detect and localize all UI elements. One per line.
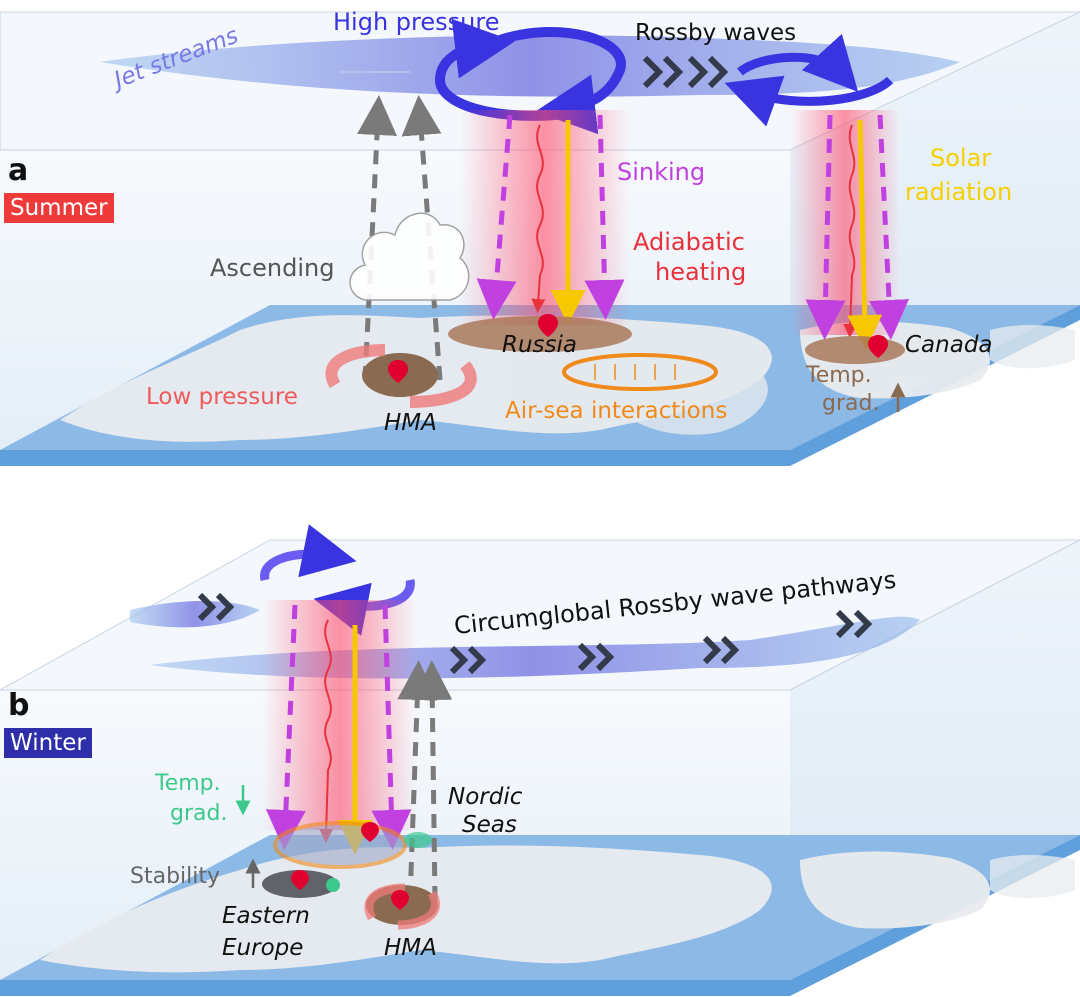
- pin-icon-canada: [868, 335, 888, 358]
- panel-letter-b: b: [8, 688, 30, 723]
- rossby-chevrons-b: [197, 592, 873, 675]
- sinking-arrows-a: [476, 114, 910, 340]
- air-sea-ellipse-a: [562, 353, 718, 391]
- label-hma-b: HMA: [384, 935, 437, 961]
- ocean-edge-front-a: [0, 450, 790, 466]
- adiabatic-arrow-b: [319, 619, 334, 843]
- canada-patch: [805, 336, 905, 364]
- label-high-pressure: High pressure: [333, 8, 499, 36]
- russia-patch: [448, 316, 632, 352]
- low-pressure-swirl-b: [364, 883, 440, 930]
- sinking-arrows-b: [265, 604, 412, 850]
- label-temp-grad-2-a: grad.: [822, 391, 879, 416]
- temp-grad-marker-b: [326, 878, 340, 892]
- ocean-edge-front-b: [0, 980, 790, 996]
- label-hma-a: HMA: [384, 410, 437, 436]
- cloud-icon: [349, 212, 470, 301]
- high-pressure-swirl-a-canada: [724, 33, 894, 127]
- season-badge-winter: Winter: [4, 728, 92, 758]
- label-temp-grad-1-a: Temp.: [805, 363, 872, 388]
- label-sinking: Sinking: [617, 158, 705, 186]
- rossby-chevrons-a: [642, 55, 729, 89]
- adiabatic-arrows-a: [531, 124, 858, 338]
- label-temp-grad-1-b: Temp.: [154, 771, 221, 796]
- season-badge-summer: Summer: [4, 193, 114, 223]
- nordic-seas-patch: [404, 832, 432, 848]
- low-pressure-swirl-a: [325, 344, 477, 408]
- panel-letter-a: a: [8, 153, 29, 188]
- air-sea-ellipse-b: [273, 821, 407, 869]
- label-temp-grad-2-b: grad.: [170, 801, 227, 826]
- label-rossby-waves: Rossby waves: [635, 20, 796, 46]
- label-stability: Stability: [130, 864, 220, 889]
- pin-icon-nordic: [361, 822, 379, 842]
- label-solar-1: Solar: [930, 144, 991, 172]
- panel-a: Jet streams High pressure Rossby waves S…: [0, 8, 1080, 466]
- pin-icon-russia: [538, 314, 558, 337]
- label-air-sea: Air-sea interactions: [505, 398, 727, 424]
- pin-icons-b: [291, 822, 409, 910]
- heat-column-eastern-europe: [262, 600, 417, 830]
- pin-icon-hma-a: [388, 360, 408, 383]
- label-eastern-europe-1: Eastern: [222, 903, 310, 929]
- label-russia: Russia: [502, 332, 577, 358]
- label-solar-2: radiation: [905, 178, 1012, 206]
- pin-icon-eastern-europe: [291, 870, 309, 890]
- label-adiabatic-1: Adiabatic: [633, 228, 745, 256]
- label-nordic-1: Nordic: [448, 784, 523, 810]
- label-adiabatic-2: heating: [655, 258, 746, 286]
- ascending-arrows-b: [397, 660, 453, 901]
- pin-icons-a: [388, 314, 888, 383]
- label-nordic-2: Seas: [462, 812, 517, 838]
- label-eastern-europe-2: Europe: [222, 935, 303, 961]
- air-sea-ticks-a: [594, 364, 676, 380]
- pin-icon-hma-b: [391, 890, 409, 910]
- panel-b: Circumglobal Rossby wave pathways Temp. …: [0, 524, 1080, 996]
- label-ascending: Ascending: [210, 254, 334, 282]
- solar-arrows-a: [550, 119, 883, 350]
- label-canada: Canada: [905, 332, 993, 358]
- label-low-pressure: Low pressure: [146, 384, 298, 410]
